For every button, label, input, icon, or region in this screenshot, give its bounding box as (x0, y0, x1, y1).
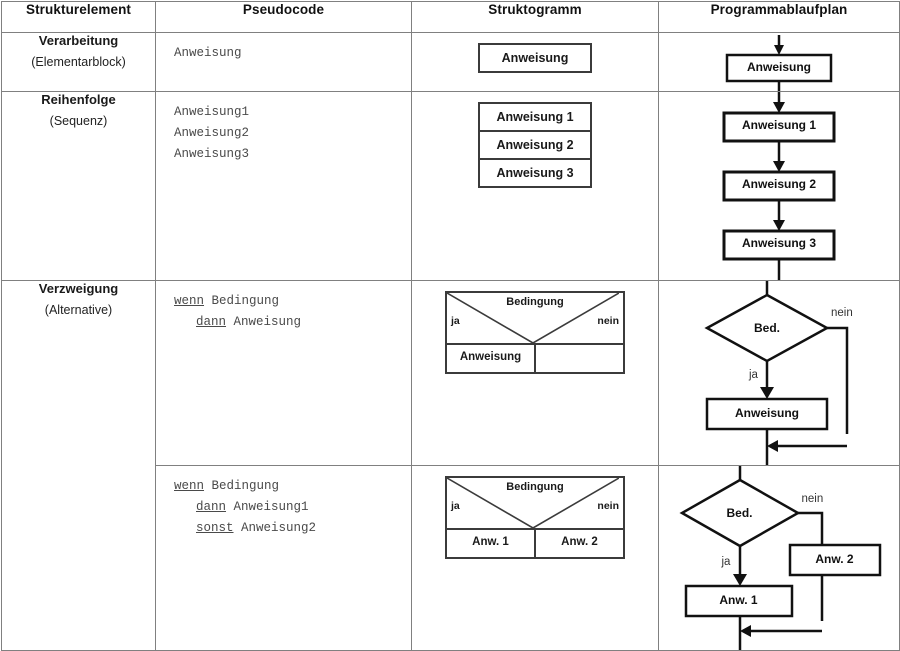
flowchart-svg (725, 35, 833, 91)
flowchart-svg (678, 466, 881, 650)
pseudocode-line: dann Anweisung (174, 312, 411, 333)
element-subtitle: (Sequenz) (49, 114, 108, 128)
pseudocode-line: dann Anweisung1 (174, 497, 411, 518)
ns-condition-area: Bedingung ja nein (447, 478, 623, 530)
flowchart-svg (722, 92, 836, 280)
statement-text: Anweisung (233, 315, 302, 329)
element-name: Verarbeitung (38, 33, 119, 48)
pseudocode-line: Anweisung2 (174, 126, 250, 140)
element-name: Verzweigung (38, 281, 119, 296)
pseudocode-block: Anweisung (156, 33, 411, 64)
column-header-struktogramm: Struktogramm (411, 1, 659, 33)
element-cell-reihenfolge: Reihenfolge (Sequenz) (1, 91, 156, 281)
column-header-strukturelement: Strukturelement (1, 1, 156, 33)
struktogramm-diagram-sequence: Anweisung 1 Anweisung 2 Anweisung 3 (412, 92, 658, 188)
flowchart-cell-branch2: Bed. Anw. 2 Anw. 1 nein ja (658, 465, 900, 651)
table-row: Verzweigung (Alternative) wenn Bedingung… (1, 280, 900, 651)
flowchart-cell-branch: Bed. Anweisung nein ja (658, 280, 900, 466)
statement-text: Anweisung1 (233, 500, 309, 514)
flowchart-cell-verarbeitung: Anweisung (658, 32, 900, 92)
struktogramm-cell-branch: Bedingung ja nein Anweisung (411, 280, 659, 466)
ns-box: Anweisung 1 Anweisung 2 Anweisung 3 (478, 102, 592, 188)
ns-statement-block: Anweisung 3 (496, 166, 574, 180)
flowchart-diagram-branch: Bed. Anweisung nein ja (659, 281, 899, 465)
keyword-dann: dann (196, 315, 227, 329)
pseudocode-line: sonst Anweisung2 (174, 518, 411, 539)
ns-branch-halves: Anw. 1 Anw. 2 (447, 530, 623, 557)
condition-text: Bedingung (211, 479, 280, 493)
struktogramm-cell-reihenfolge: Anweisung 1 Anweisung 2 Anweisung 3 (411, 91, 659, 281)
ns-yes-label: ja (451, 500, 460, 512)
ns-statement-block: Anweisung 1 (480, 104, 590, 132)
table-header: Strukturelement Pseudocode Struktogramm … (1, 1, 900, 33)
column-header-pseudocode: Pseudocode (155, 1, 412, 33)
ns-no-label: nein (597, 315, 619, 327)
ns-yes-label: ja (451, 315, 460, 327)
header-row: Strukturelement Pseudocode Struktogramm … (1, 1, 900, 33)
pseudocode-line: Anweisung (174, 46, 242, 60)
table-body: Verarbeitung (Elementarblock) Anweisung … (1, 32, 900, 651)
keyword-dann: dann (196, 500, 227, 514)
flowchart-canvas: Anweisung (699, 33, 859, 91)
ns-yes-block: Anweisung (447, 345, 536, 372)
pseudocode-line: wenn Bedingung (174, 291, 411, 312)
ns-statement-block: Anweisung 2 (480, 132, 590, 160)
ns-no-block: Anw. 2 (561, 536, 598, 548)
flowchart-canvas: Anweisung 1 Anweisung 2 Anweisung 3 (694, 92, 864, 280)
ns-no-block (536, 345, 623, 372)
ns-no-label: nein (597, 500, 619, 512)
element-cell-verarbeitung: Verarbeitung (Elementarblock) (1, 32, 156, 92)
flowchart-no-label: nein (801, 493, 824, 505)
pseudocode-cell-verarbeitung: Anweisung (155, 32, 412, 92)
struktogramm-diagram-branch2: Bedingung ja nein Anw. 1 Anw. 2 (412, 466, 658, 559)
flowchart-cell-reihenfolge: Anweisung 1 Anweisung 2 Anweisung 3 (658, 91, 900, 281)
pseudocode-line: wenn Bedingung (174, 476, 411, 497)
ns-branch-box: Bedingung ja nein Anweisung (445, 291, 625, 374)
element-subtitle: (Alternative) (44, 303, 113, 317)
ns-box: Anweisung (478, 43, 592, 73)
keyword-wenn: wenn (174, 294, 205, 308)
element-subtitle: (Elementarblock) (31, 55, 126, 69)
ns-condition-triangles-svg (447, 478, 619, 528)
ns-condition-triangles-svg (447, 293, 619, 343)
flowchart-no-label: nein (831, 307, 853, 319)
flowchart-yes-label: ja (749, 369, 758, 381)
flowchart-canvas: Bed. Anw. 2 Anw. 1 nein ja (672, 466, 887, 650)
flowchart-diagram-branch2: Bed. Anw. 2 Anw. 1 nein ja (659, 466, 899, 650)
struktogramm-diagram-branch: Bedingung ja nein Anweisung (412, 281, 658, 374)
table-row: Verarbeitung (Elementarblock) Anweisung … (1, 32, 900, 92)
ns-yes-block: Anw. 1 (447, 530, 536, 557)
ns-branch-halves: Anweisung (447, 345, 623, 372)
ns-statement-block: Anweisung (501, 51, 569, 65)
ns-condition-label: Bedingung (506, 481, 564, 493)
flowchart-canvas: Bed. Anweisung nein ja (679, 281, 879, 465)
keyword-wenn: wenn (174, 479, 205, 493)
ns-condition-label: Bedingung (506, 296, 564, 308)
ns-condition-area: Bedingung ja nein (447, 293, 623, 345)
element-name: Reihenfolge (41, 92, 116, 107)
column-header-programmablaufplan: Programmablaufplan (658, 1, 900, 33)
pseudocode-line: Anweisung3 (174, 147, 250, 161)
struktogramm-cell-verarbeitung: Anweisung (411, 32, 659, 92)
keyword-sonst: sonst (196, 521, 234, 535)
ns-branch-box: Bedingung ja nein Anw. 1 Anw. 2 (445, 476, 625, 559)
pseudocode-line: Anweisung1 (174, 105, 250, 119)
flowchart-yes-label: ja (721, 556, 731, 568)
element-cell-verzweigung: Verzweigung (Alternative) (1, 280, 156, 651)
struktogramm-diagram-single: Anweisung (412, 33, 658, 73)
condition-text: Bedingung (211, 294, 280, 308)
statement-text: Anweisung2 (241, 521, 317, 535)
struktogramm-cell-branch2: Bedingung ja nein Anw. 1 Anw. 2 (411, 465, 659, 651)
flowchart-svg (704, 281, 849, 465)
flowchart-diagram-process: Anweisung (659, 33, 899, 91)
flowchart-diagram-sequence: Anweisung 1 Anweisung 2 Anweisung 3 (659, 92, 899, 280)
